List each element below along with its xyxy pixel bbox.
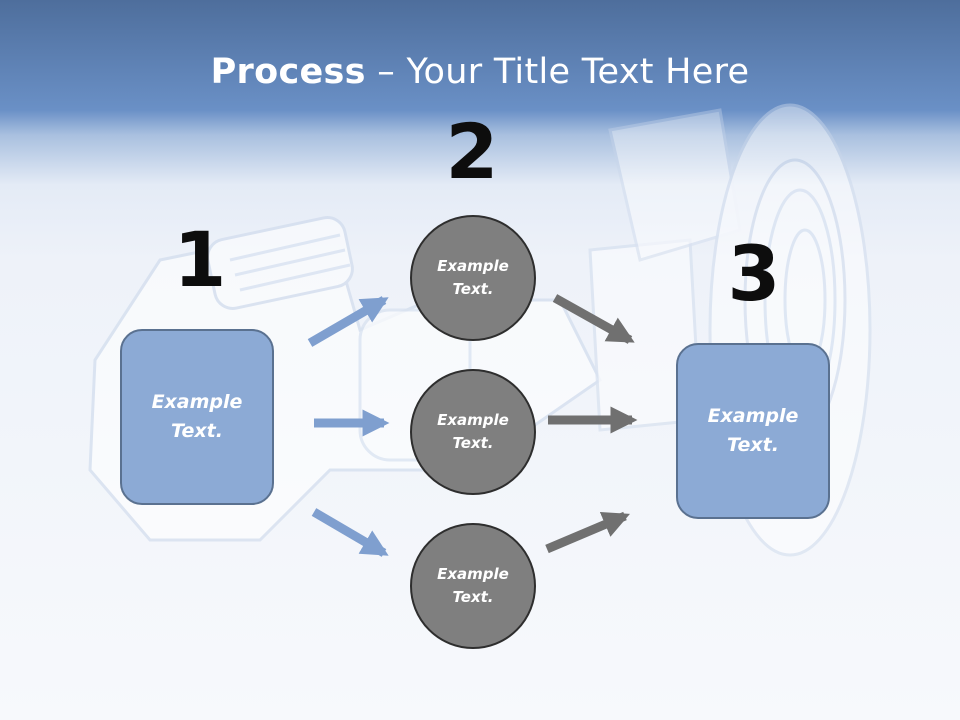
arrow-left-to-circle-3 <box>311 508 389 557</box>
arrow-circle-3-to-right <box>545 511 630 554</box>
arrow-left-to-circle-1 <box>307 296 389 347</box>
step-number-1: 1 <box>173 215 227 304</box>
circle-step-2: Example Text. <box>410 369 536 495</box>
step-number-3: 3 <box>727 229 781 318</box>
circle-3-line2: Text. <box>452 588 494 606</box>
circle-1-line2: Text. <box>452 280 494 298</box>
slide-title: Process – Your Title Text Here <box>0 52 960 92</box>
right-box-line1: Example <box>707 405 799 427</box>
circle-step-1: Example Text. <box>410 215 536 341</box>
circle-2-line1: Example <box>437 411 509 429</box>
left-box-line2: Text. <box>171 420 223 442</box>
left-step-box: Example Text. <box>120 329 274 505</box>
circle-2-line2: Text. <box>452 434 494 452</box>
circle-1-line1: Example <box>437 257 509 275</box>
circle-3-line1: Example <box>437 565 509 583</box>
left-box-line1: Example <box>151 391 243 413</box>
title-bold: Process <box>210 52 366 92</box>
right-step-box: Example Text. <box>676 343 830 519</box>
circle-step-3: Example Text. <box>410 523 536 649</box>
step-number-2: 2 <box>445 107 499 196</box>
arrow-circle-1-to-right <box>552 294 635 344</box>
right-box-line2: Text. <box>727 434 779 456</box>
title-rest: – Your Title Text Here <box>365 52 750 92</box>
